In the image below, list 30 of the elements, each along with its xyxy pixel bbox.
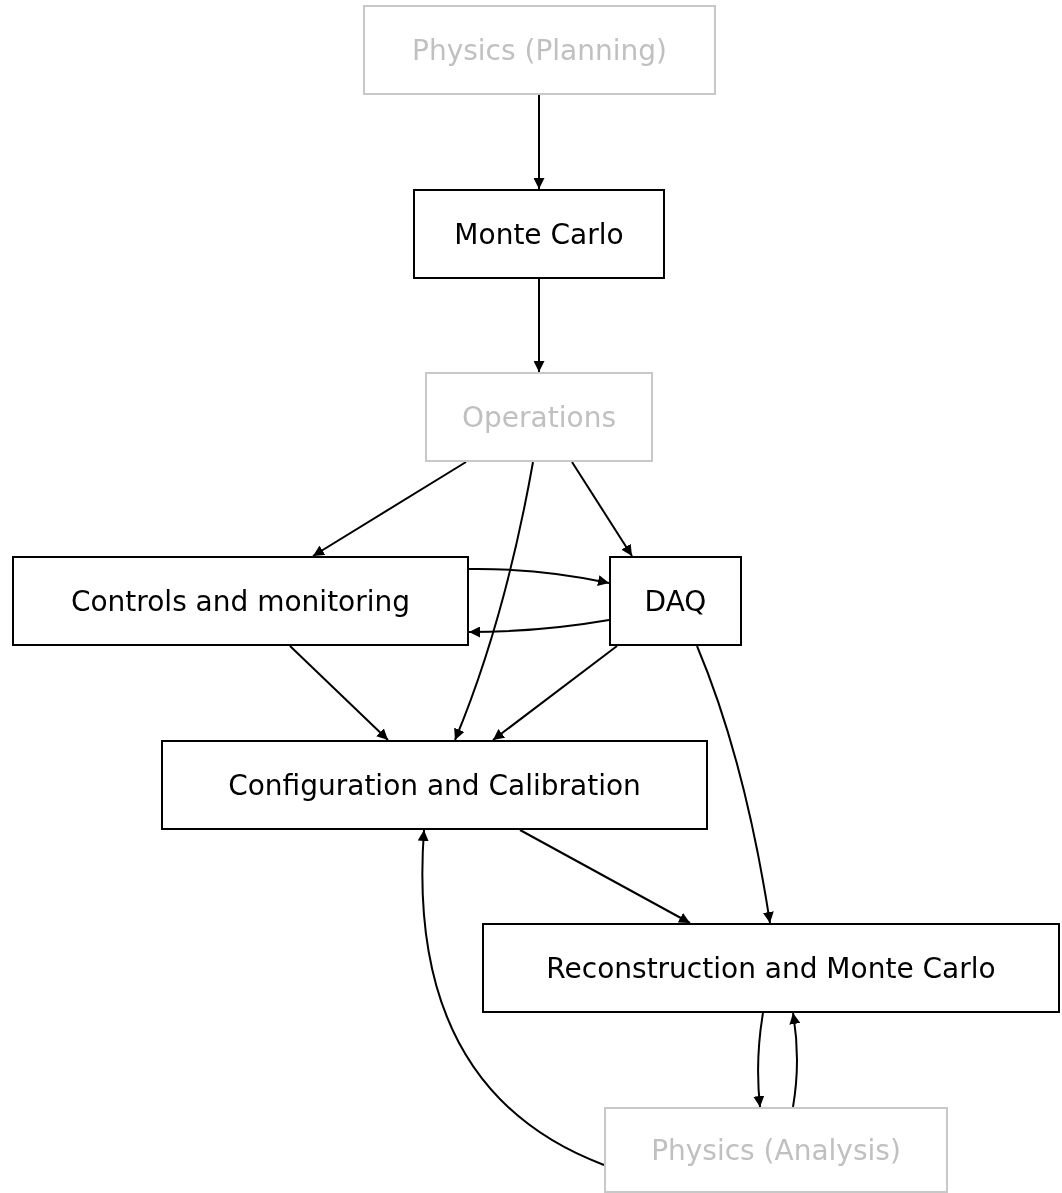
arrow (533, 94, 545, 190)
arrow (571, 461, 633, 557)
process-box (363, 5, 716, 95)
arrow (289, 645, 389, 741)
box-label: DAQ (644, 584, 707, 618)
process-box (609, 556, 742, 646)
arrow (519, 829, 691, 924)
box-label: Physics (Analysis) (651, 1133, 901, 1167)
arrow (418, 829, 605, 1166)
arrow (492, 645, 618, 741)
box-label: Physics (Planning) (412, 33, 667, 67)
box-label: Monte Carlo (454, 217, 624, 251)
arrow (696, 645, 774, 924)
process-box (12, 556, 469, 646)
arrow (468, 567, 610, 587)
arrow (753, 1012, 765, 1108)
arrow (454, 461, 534, 741)
arrow (789, 1012, 801, 1108)
process-box (425, 372, 653, 462)
process-box (413, 189, 665, 279)
process-box (482, 923, 1060, 1013)
arrow (312, 461, 467, 557)
box-label: Controls and monitoring (70, 584, 411, 618)
process-box (604, 1107, 948, 1193)
arrow (533, 278, 545, 373)
box-label: Operations (462, 400, 616, 434)
box-label: Reconstruction and Monte Carlo (546, 951, 996, 985)
process-box (161, 740, 708, 830)
box-label: Configuration and Calibration (228, 768, 641, 802)
arrow (468, 619, 610, 638)
